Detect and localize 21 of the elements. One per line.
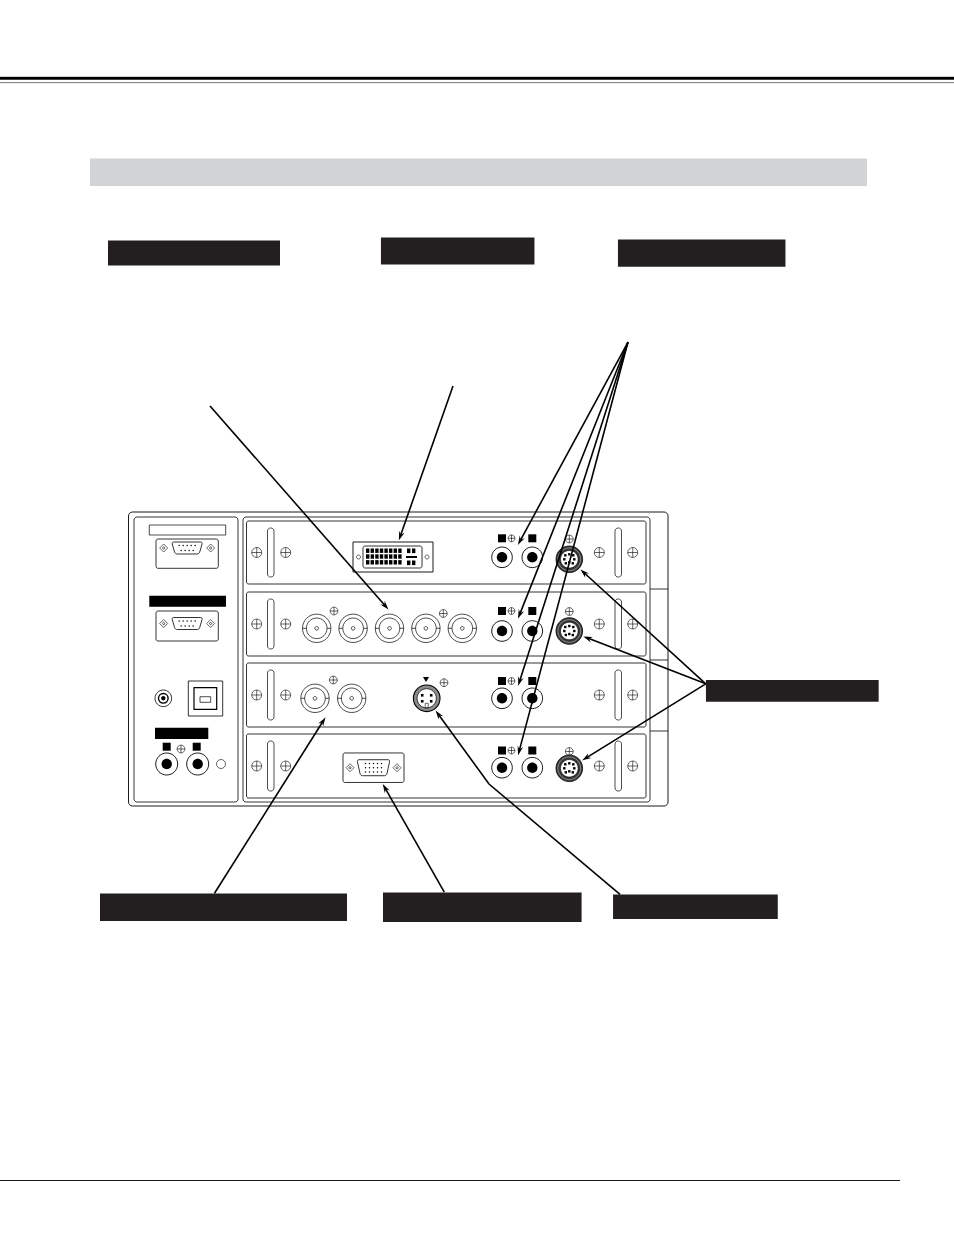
mini-din-connector — [555, 754, 583, 782]
rca-jack-pair — [491, 687, 544, 710]
label-plate — [108, 240, 280, 266]
mini-din-connector — [555, 617, 583, 645]
dvi-connector — [352, 541, 434, 573]
label-plate — [383, 892, 582, 922]
rca-jack-pair — [491, 620, 544, 642]
d-sub-connector — [155, 610, 219, 642]
label-plate — [100, 893, 347, 921]
rca-jack-pair — [491, 546, 544, 569]
label-plate — [613, 894, 778, 919]
rca-jack-pair — [491, 756, 544, 779]
mini-din-connector — [412, 684, 441, 713]
mini-din-connector — [555, 545, 583, 573]
label-plate — [617, 239, 786, 267]
d-sub-connector — [155, 538, 219, 569]
rca-jack-pair — [155, 752, 210, 776]
d-sub-connector — [342, 752, 405, 783]
label-plate — [705, 679, 879, 702]
label-plate — [380, 237, 535, 265]
heading-band — [90, 158, 867, 186]
